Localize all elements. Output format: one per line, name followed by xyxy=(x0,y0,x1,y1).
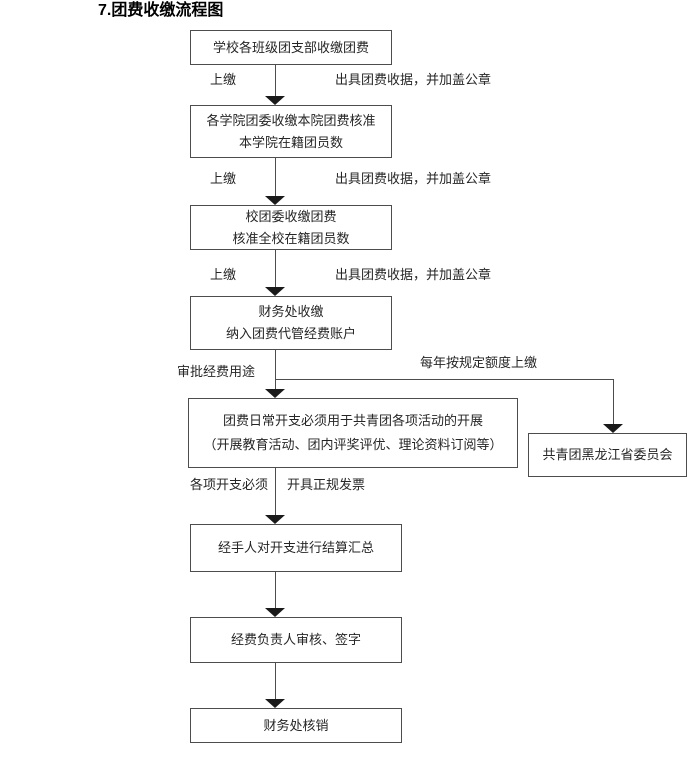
page-title: 7.团费收缴流程图 xyxy=(98,2,224,19)
node-university-committee-collect: 校团委收缴团费 核准全校在籍团员数 xyxy=(190,205,392,250)
arrow-head-icon xyxy=(265,96,285,105)
node-text: 经费负责人审核、签字 xyxy=(230,632,361,647)
node-college-committee-collect: 各学院团委收缴本院团费核准 本学院在籍团员数 xyxy=(190,105,392,158)
node-school-class-branches: 学校各班级团支部收缴团费 xyxy=(190,30,392,65)
node-text: 核准全校在籍团员数 xyxy=(232,230,350,246)
node-text: 团费日常开支必须用于共青团各项活动的开展 xyxy=(222,413,483,428)
arrow-shaft xyxy=(275,468,276,516)
label-expense-must: 各项开支必须 xyxy=(190,477,269,492)
arrow-down-2 xyxy=(265,158,285,205)
node-finance-office-collect: 财务处收缴 纳入团费代管经费账户 xyxy=(190,296,392,350)
label-receipt-seal-3: 出具团费收据，并加盖公章 xyxy=(335,267,492,282)
arrow-head-icon xyxy=(265,515,285,524)
arrow-shaft xyxy=(275,572,276,609)
node-text: 财务处收缴 xyxy=(258,304,324,319)
node-text: 各学院团委收缴本院团费核准 xyxy=(206,112,376,128)
label-pay-up-3: 上缴 xyxy=(210,267,237,282)
arrow-down-6 xyxy=(265,572,285,617)
arrow-down-3 xyxy=(265,250,285,296)
arrow-down-7 xyxy=(265,663,285,708)
arrow-head-icon xyxy=(603,424,623,433)
arrow-down-1 xyxy=(265,65,285,105)
node-text: 校团委收缴团费 xyxy=(245,208,337,224)
arrow-down-branch xyxy=(603,379,623,433)
node-provincial-committee: 共青团黑龙江省委员会 xyxy=(528,433,687,477)
node-text: 共青团黑龙江省委员会 xyxy=(542,447,673,462)
arrow-head-icon xyxy=(265,196,285,205)
label-receipt-seal-1: 出具团费收据，并加盖公章 xyxy=(335,72,492,87)
label-pay-up-2: 上缴 xyxy=(210,171,237,186)
label-annual-quota: 每年按规定额度上缴 xyxy=(420,355,538,370)
branch-line-horizontal xyxy=(275,379,613,380)
arrow-head-icon xyxy=(265,608,285,617)
label-receipt-seal-2: 出具团费收据，并加盖公章 xyxy=(335,171,492,186)
node-handler-settlement: 经手人对开支进行结算汇总 xyxy=(190,524,402,572)
arrow-shaft xyxy=(275,350,276,390)
label-pay-up-1: 上缴 xyxy=(210,72,237,87)
arrow-shaft xyxy=(275,65,276,97)
arrow-down-5 xyxy=(265,468,285,524)
node-finance-writeoff: 财务处核销 xyxy=(190,708,402,743)
arrow-shaft xyxy=(275,250,276,288)
node-text: 纳入团费代管经费账户 xyxy=(225,326,356,341)
node-daily-expense-usage: 团费日常开支必须用于共青团各项活动的开展 （开展教育活动、团内评奖评优、理论资料… xyxy=(188,398,518,468)
node-text: （开展教育活动、团内评奖评优、理论资料订阅等） xyxy=(203,437,503,452)
arrow-head-icon xyxy=(265,699,285,708)
arrow-shaft xyxy=(275,158,276,197)
arrow-head-icon xyxy=(265,389,285,398)
arrow-shaft xyxy=(613,379,614,425)
arrow-down-4 xyxy=(265,350,285,398)
arrow-shaft xyxy=(275,663,276,700)
node-text: 学校各班级团支部收缴团费 xyxy=(212,39,369,55)
arrow-head-icon xyxy=(265,287,285,296)
label-formal-invoice: 开具正规发票 xyxy=(287,477,366,492)
node-text: 本学院在籍团员数 xyxy=(238,134,343,150)
node-text: 财务处核销 xyxy=(263,717,329,733)
node-leader-review-sign: 经费负责人审核、签字 xyxy=(190,617,402,663)
node-text: 经手人对开支进行结算汇总 xyxy=(217,540,374,555)
label-approve-usage: 审批经费用途 xyxy=(177,364,256,379)
